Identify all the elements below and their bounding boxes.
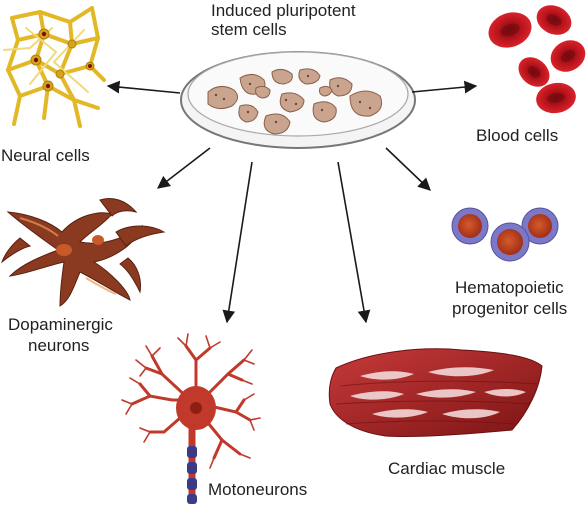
hematopoietic-label-line1: Hematopoietic [455,278,564,297]
motoneuron-nucleus [190,402,202,414]
differentiation-arrows [106,80,478,324]
hematopoietic-label-line2: progenitor cells [452,299,568,318]
petri-dish [180,51,416,149]
source-label-line1: Induced pluripotent [211,1,356,20]
stem-cell-colonies [207,68,383,135]
blood-cells-illustration [488,5,586,114]
dopaminergic-neurons-illustration [0,198,166,307]
arrow-to-dopaminergic-neurons [156,147,211,189]
arrow-to-motoneurons [222,161,253,324]
motoneurons-label: Motoneurons [208,480,308,499]
arrow-to-hematopoietic-cells [385,147,431,191]
hematopoietic-cells-illustration [451,207,559,262]
dopaminergic-label-line2: neurons [28,336,90,355]
dopaminergic-label-line1: Dopaminergic [8,315,113,334]
neural-cells-illustration [3,6,106,128]
cardiac-muscle-label: Cardiac muscle [388,459,506,478]
blood-cells-label: Blood cells [476,126,559,145]
arrow-to-blood-cells [411,80,478,94]
source-label-line2: stem cells [211,20,287,39]
myelin-sheath [187,446,197,504]
arrow-to-neural-cells [106,80,181,94]
cardiac-muscle-illustration [328,348,543,438]
neural-cells-label: Neural cells [1,146,90,165]
arrow-to-cardiac-muscle [337,161,371,324]
